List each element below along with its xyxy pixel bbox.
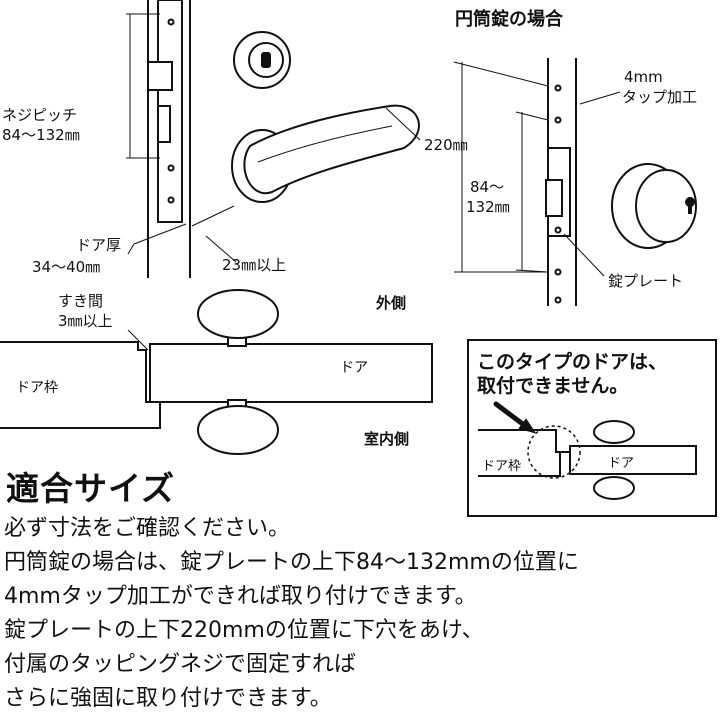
gap-value: 3㎜以上 [58, 312, 113, 330]
door-thickness-range: 34〜40㎜ [32, 258, 100, 276]
inside-label: 室内側 [364, 430, 409, 448]
warning-line-1: このタイプのドアは、 [477, 350, 667, 373]
description-line: 付属のタッピングネジで固定すれば [4, 652, 357, 677]
gap-label: すき間 [58, 292, 103, 310]
description: 必ず寸法をご確認ください。 円筒錠の場合は、錠プレートの上下84〜132mmの位… [4, 512, 716, 716]
description-line: 4mmタップ加工ができれば取り付けできます。 [4, 584, 477, 609]
description-line: さらに強固に取り付けできます。 [4, 686, 332, 711]
screw-pitch-range: 84〜132㎜ [2, 126, 80, 144]
screw-pitch-label: ネジピッチ [2, 106, 77, 124]
cylinder-knob [611, 163, 697, 249]
plate-range-top: 84〜 [470, 178, 504, 196]
door-thickness-dimension [127, 223, 187, 255]
cylinder-title: 円筒錠の場合 [455, 8, 564, 30]
description-line: 必ず寸法をご確認ください。 [4, 516, 291, 541]
mini-door-label: ドア [608, 456, 634, 471]
warning-box [467, 339, 717, 517]
height-dimension [385, 107, 421, 141]
description-line: 円筒錠の場合は、錠プレートの上下84〜132mmの位置に [4, 550, 579, 575]
cylinder-door-edge [545, 58, 577, 306]
offset-dimension [191, 205, 237, 263]
door-cross-section [149, 343, 433, 403]
description-line: 錠プレートの上下220mmの位置に下穴をあけ、 [4, 618, 484, 643]
frame-label: ドア枠 [16, 380, 58, 396]
gap-pointer [127, 329, 149, 351]
lever-rosette-top [233, 31, 291, 89]
plate-range-bottom: 132㎜ [466, 198, 510, 216]
warning-line-2: 取付できません。 [477, 374, 628, 397]
door-thickness-label: ドア厚 [76, 236, 121, 254]
frame-cross-section [0, 341, 161, 429]
screw-pitch-dimension [126, 13, 160, 159]
cylinder-dimensions [453, 61, 621, 277]
door-label: ドア [340, 360, 368, 376]
tap-size: 4mm [624, 68, 663, 86]
tap-label: タップ加工 [622, 88, 697, 106]
inside-knob [197, 399, 279, 455]
offset-label: 23㎜以上 [222, 256, 286, 274]
outside-knob [197, 289, 279, 347]
lever-door-edge [147, 0, 191, 278]
mini-frame-label: ドア枠 [482, 459, 521, 474]
lever-handle [231, 104, 420, 203]
outside-label: 外側 [375, 294, 406, 312]
lock-plate-label: 錠プレート [608, 272, 683, 290]
section-heading: 適合サイズ [6, 469, 176, 508]
height-label: 220㎜ [424, 136, 468, 154]
